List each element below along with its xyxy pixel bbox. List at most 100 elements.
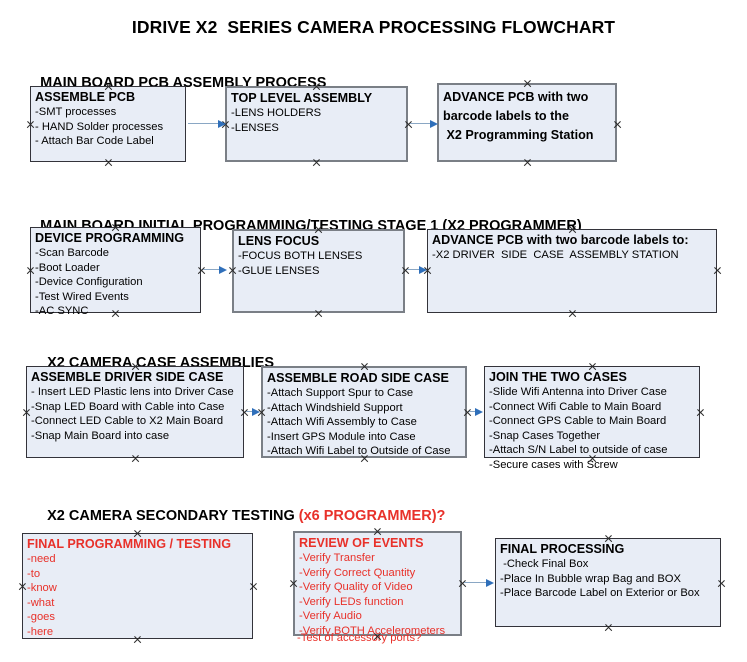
section-heading-x2-camera-secondary-testing: X2 CAMERA SECONDARY TESTING (x6 PROGRAMM… [31,492,445,540]
resize-handle-right[interactable] [613,120,622,129]
resize-handle-bottom[interactable] [373,632,382,641]
resize-handle-left[interactable] [22,408,31,417]
resize-handle-top[interactable] [360,362,369,371]
resize-handle-bottom[interactable] [111,309,120,318]
node-line: -Snap Cases Together [489,429,601,442]
connector-line [203,269,223,271]
resize-handle-bottom[interactable] [314,309,323,318]
node-title: TOP LEVEL ASSEMBLY [231,91,373,105]
connector-line [407,269,421,271]
node-line: -Boot Loader [35,261,100,274]
resize-handle-top[interactable] [568,225,577,234]
node-line: -Verify LEDs function [299,595,404,608]
node-join-the-two-cases[interactable]: JOIN THE TWO CASES -Slide Wifi Antenna i… [484,366,700,471]
resize-handle-right[interactable] [696,408,705,417]
node-line: - HAND Solder processes [35,120,164,133]
resize-handle-right[interactable] [713,266,722,275]
resize-handle-left[interactable] [289,579,298,588]
node-assemble-road-side-case[interactable]: ASSEMBLE ROAD SIDE CASE -Attach Support … [261,366,467,458]
resize-handle-top[interactable] [312,82,321,91]
resize-handle-left[interactable] [26,120,35,129]
node-final-programming-testing[interactable]: FINAL PROGRAMMING / TESTING -need -to -k… [22,533,253,639]
resize-handle-top[interactable] [104,82,113,91]
node-title: ASSEMBLE ROAD SIDE CASE [267,371,449,385]
node-line: -Device Configuration [35,276,143,288]
resize-handle-left[interactable] [18,582,27,591]
connector-line [410,123,432,125]
connector-arrow [218,119,226,128]
node-assemble-driver-side-case[interactable]: ASSEMBLE DRIVER SIDE CASE - Insert LED P… [26,366,244,458]
resize-handle-bottom[interactable] [312,158,321,167]
node-title: ASSEMBLE DRIVER SIDE CASE [31,370,224,384]
resize-handle-top[interactable] [314,225,323,234]
node-advance-pcb-driver-side-case[interactable]: ADVANCE PCB with two barcode labels to: … [427,229,717,313]
node-device-programming[interactable]: DEVICE PROGRAMMING -Scan Barcode -Boot L… [30,227,201,317]
node-line: -Attach Windshield Support [267,401,403,414]
node-line: -Connect Wifi Cable to Main Board [489,400,662,413]
node-title: FINAL PROCESSING [500,542,625,556]
node-title: LENS FOCUS [238,234,320,248]
node-top-level-assembly[interactable]: TOP LEVEL ASSEMBLY -LENS HOLDERS -LENSES [225,86,408,162]
resize-handle-bottom[interactable] [568,309,577,318]
section-heading-text: X2 CAMERA SECONDARY TESTING [47,508,299,524]
node-line: -Scan Barcode [35,247,110,259]
connector-arrow [430,119,438,128]
resize-handle-bottom[interactable] [588,454,597,463]
node-line: ADVANCE PCB with two [443,90,589,104]
node-line: -Test Wired Events [35,290,129,303]
node-review-of-events[interactable]: REVIEW OF EVENTS -Verify Transfer -Verif… [293,531,462,637]
node-line: -Verify Audio [299,610,362,622]
resize-handle-right[interactable] [249,582,258,591]
connector-line [464,582,488,584]
resize-handle-bottom[interactable] [104,158,113,167]
node-line: -LENSES [231,121,279,134]
connector-arrow [419,265,427,274]
node-line: -need [27,553,56,565]
node-line: X2 Programming Station [443,128,594,142]
node-line: -GLUE LENSES [238,264,320,277]
node-line: -know [27,582,57,594]
resize-handle-top[interactable] [588,362,597,371]
resize-handle-left[interactable] [26,266,35,275]
node-title: REVIEW OF EVENTS [299,536,424,550]
section-heading-accent: (x6 PROGRAMMER)? [298,508,446,524]
node-line: -here [27,625,54,638]
node-line: -LENS HOLDERS [231,107,322,119]
resize-handle-top[interactable] [523,79,532,88]
node-line: -what [27,596,55,609]
resize-handle-right[interactable] [717,579,726,588]
node-assemble-pcb[interactable]: ASSEMBLE PCB -SMT processes - HAND Solde… [30,86,186,162]
resize-handle-bottom[interactable] [523,158,532,167]
node-line: -AC SYNC [35,305,89,317]
node-line: -Snap LED Board with Cable into Case [31,400,225,413]
node-line: -X2 DRIVER SIDE CASE ASSEMBLY STATION [432,249,679,261]
node-line: -Attach Support Spur to Case [267,387,414,399]
node-overflow-line: -Test of accessory ports? [297,632,422,644]
node-final-processing[interactable]: FINAL PROCESSING -Check Final Box -Place… [495,538,721,627]
node-advance-pcb-programming-station[interactable]: ADVANCE PCB with two barcode labels to t… [437,83,617,162]
resize-handle-top[interactable] [604,534,613,543]
node-line: -FOCUS BOTH LENSES [238,250,363,262]
node-line: -Verify Quality of Video [299,581,413,593]
node-line: -goes [27,611,55,623]
resize-handle-top[interactable] [373,527,382,536]
node-line: -to [27,567,41,580]
resize-handle-bottom[interactable] [133,635,142,644]
connector-arrow [475,407,483,416]
resize-handle-bottom[interactable] [604,623,613,632]
resize-handle-bottom[interactable] [131,454,140,463]
node-line: -SMT processes [35,106,117,118]
node-lens-focus[interactable]: LENS FOCUS -FOCUS BOTH LENSES -GLUE LENS… [232,229,405,313]
connector-line [469,411,477,413]
resize-handle-top[interactable] [133,529,142,538]
node-line: -Snap Main Board into case [31,429,170,442]
resize-handle-top[interactable] [111,223,120,232]
connector-arrow [219,265,227,274]
resize-handle-bottom[interactable] [360,454,369,463]
node-line: -Slide Wifi Antenna into Driver Case [489,386,667,398]
resize-handle-top[interactable] [131,362,140,371]
node-line: -Verify BOTH Accelerometers [299,624,446,637]
connector-line [188,123,220,125]
resize-handle-left[interactable] [228,266,237,275]
